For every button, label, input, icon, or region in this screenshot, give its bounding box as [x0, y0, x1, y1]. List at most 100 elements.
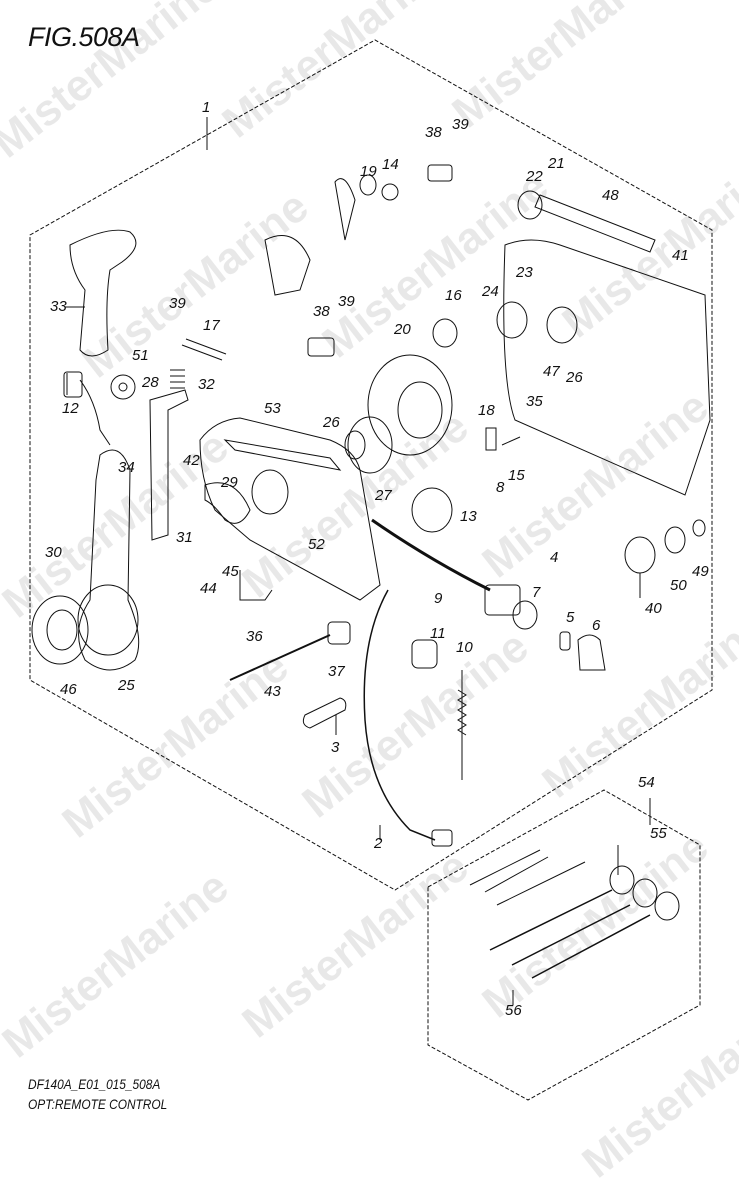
body-boss-part	[251, 469, 289, 515]
callout-35: 35	[526, 393, 543, 410]
connector-part	[485, 427, 497, 451]
detent-part	[204, 482, 251, 524]
harness-connector-part	[431, 829, 453, 847]
callout-28: 28	[141, 374, 159, 391]
callout-33: 33	[50, 298, 67, 315]
key-fob-part	[577, 634, 606, 671]
kit-spacer-1	[609, 865, 635, 895]
figure-code: DF140A_E01_015_508A	[28, 1076, 161, 1092]
callout-39a: 39	[452, 116, 469, 133]
spring-part	[170, 369, 185, 389]
key-switch-part	[484, 584, 521, 616]
kit-screws-short	[469, 849, 586, 906]
seal-22-part	[517, 190, 543, 220]
callout-32: 32	[198, 376, 215, 393]
wire-harness-part	[363, 589, 436, 841]
figure-caption: OPT:REMOTE CONTROL	[28, 1096, 168, 1112]
part-38b	[307, 337, 335, 357]
callout-7: 7	[532, 584, 541, 601]
callout-56: 56	[505, 1002, 522, 1019]
pin-part	[181, 338, 227, 361]
seal-part	[344, 430, 366, 460]
callout-16: 16	[445, 287, 462, 304]
callout-51: 51	[132, 347, 149, 364]
callout-48: 48	[602, 187, 619, 204]
part-38a	[427, 164, 453, 182]
kit-bolts-long	[489, 889, 651, 979]
cable-plate-part	[302, 697, 347, 729]
callout-31: 31	[176, 529, 193, 546]
callout-1: 1	[202, 99, 210, 116]
callout-34: 34	[118, 459, 135, 476]
callout-43: 43	[264, 683, 281, 700]
callout-52: 52	[308, 536, 325, 553]
callout-29: 29	[220, 474, 238, 491]
seal-26b-part	[546, 306, 578, 344]
figure-title: FIG.508A	[28, 22, 140, 52]
callout-36: 36	[246, 628, 263, 645]
callout-12: 12	[62, 400, 79, 417]
assembly-boundary	[29, 39, 713, 891]
callout-25: 25	[117, 677, 135, 694]
callout-55: 55	[650, 825, 667, 842]
switch-wires	[371, 518, 491, 592]
callout-53: 53	[264, 400, 281, 417]
handle-grip-part	[69, 229, 137, 357]
bushing-24-part	[496, 301, 528, 339]
part-14	[381, 183, 399, 201]
washer-part	[110, 374, 136, 400]
kit-spacer-2	[632, 878, 658, 908]
lever-hub-part	[77, 584, 139, 656]
housing-cover-part	[503, 239, 711, 496]
callout-23: 23	[515, 264, 533, 281]
callout-19: 19	[360, 163, 377, 180]
callout-14: 14	[382, 156, 399, 173]
callout-42: 42	[183, 452, 200, 469]
screw-part	[501, 436, 521, 446]
callout-20: 20	[393, 321, 411, 338]
callout-50: 50	[670, 577, 687, 594]
callout-44: 44	[200, 580, 217, 597]
callout-17: 17	[203, 317, 220, 334]
indicator-panel-part	[223, 439, 342, 471]
callout-6: 6	[592, 617, 601, 634]
hub-insert-part	[46, 609, 78, 651]
shift-plate-part	[367, 354, 453, 456]
clip-part	[327, 621, 351, 645]
trim-switch-part	[63, 371, 83, 398]
lanyard-part	[457, 670, 467, 780]
washer-50-part	[664, 526, 686, 554]
buzzer-part	[411, 487, 453, 533]
key-part	[559, 631, 571, 651]
callout-40: 40	[645, 600, 662, 617]
callout-26b: 26	[565, 369, 583, 386]
lock-plate-part	[149, 389, 189, 541]
bracket-part	[239, 570, 273, 601]
part-19	[359, 174, 377, 196]
stop-switch-part	[411, 639, 438, 669]
callout-27: 27	[374, 487, 392, 504]
control-body-part	[199, 417, 381, 601]
callout-47: 47	[543, 363, 560, 380]
callout-11: 11	[430, 625, 446, 642]
kit-spacer-3	[654, 891, 680, 921]
callout-49: 49	[692, 563, 709, 580]
callout-30: 30	[45, 544, 62, 561]
callout-4: 4	[550, 549, 558, 566]
callout-45: 45	[222, 563, 239, 580]
callout-10: 10	[456, 639, 473, 656]
cover-strip-part	[534, 194, 656, 253]
callout-24: 24	[481, 283, 499, 300]
callout-38a: 38	[425, 124, 442, 141]
callout-8: 8	[496, 479, 505, 496]
callout-21: 21	[547, 155, 565, 172]
callout-22: 22	[525, 168, 543, 185]
callout-38b: 38	[313, 303, 330, 320]
callout-3: 3	[331, 739, 340, 756]
part-16	[432, 318, 458, 348]
callout-13: 13	[460, 508, 477, 525]
callout-37: 37	[328, 663, 345, 680]
long-bolt-part	[229, 634, 331, 681]
callout-26a: 26	[322, 414, 340, 431]
part-bracket-top	[264, 235, 311, 296]
